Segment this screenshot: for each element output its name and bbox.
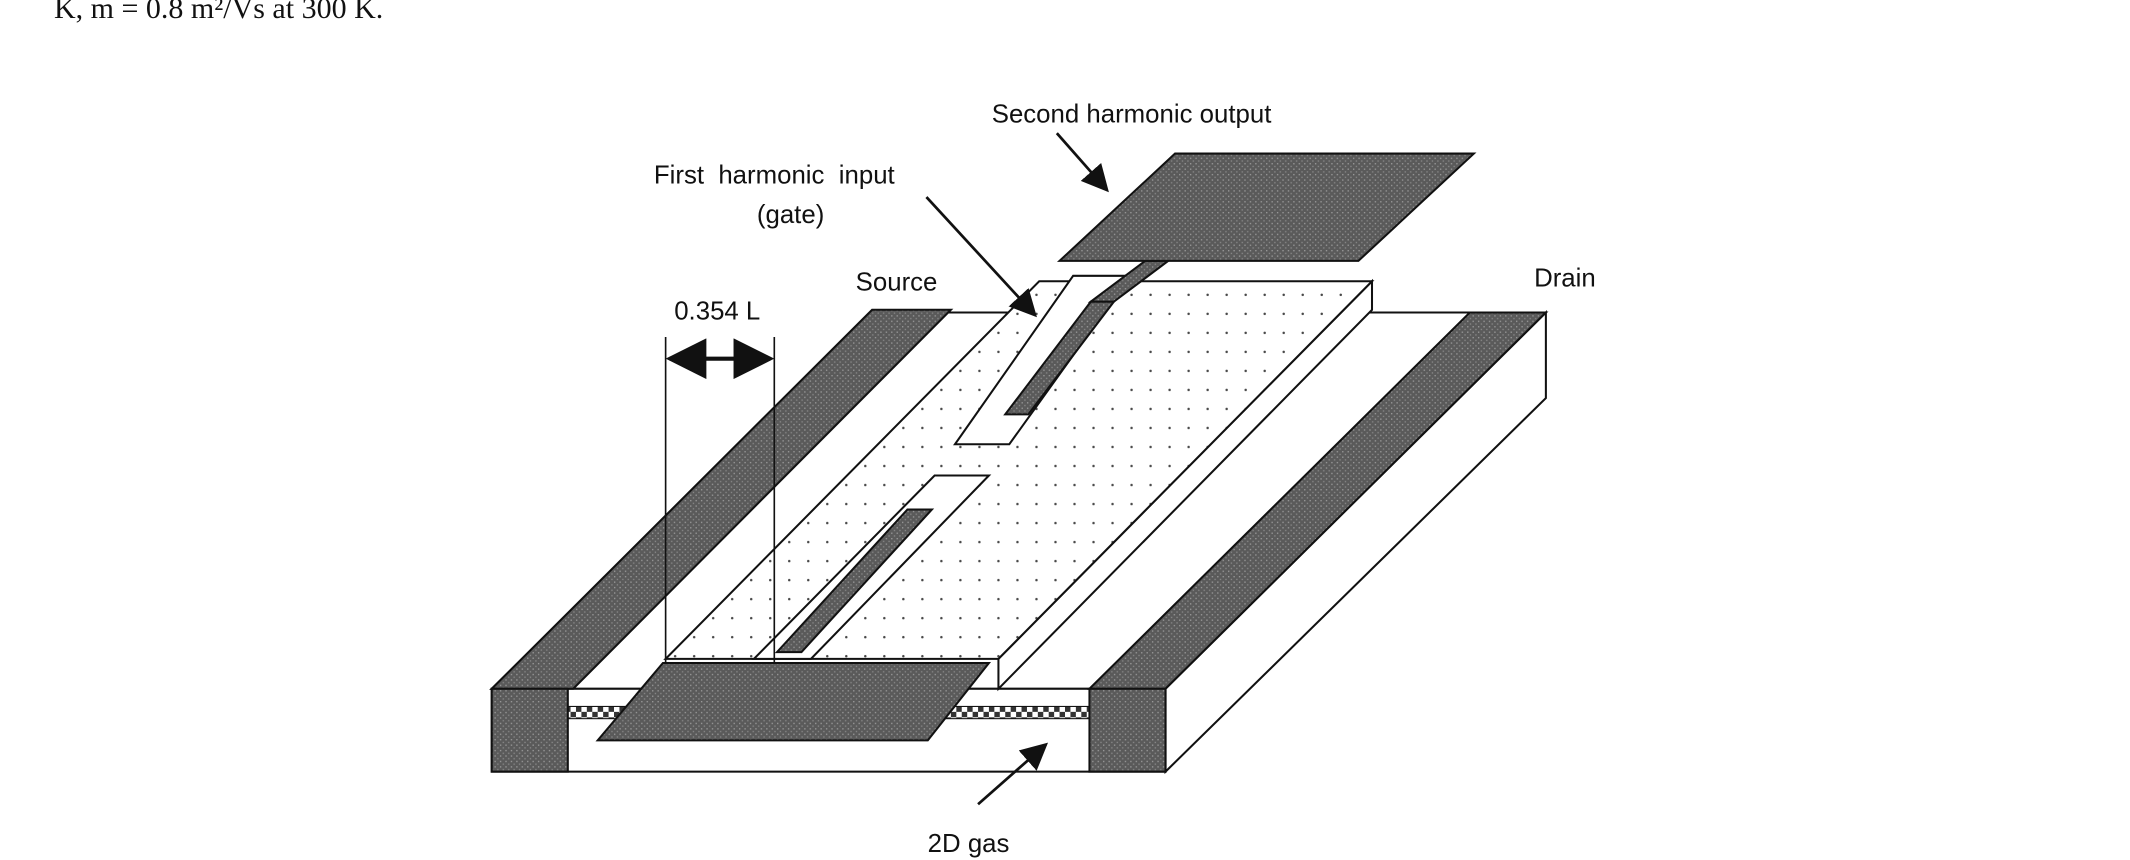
input-gate-pad: [595, 661, 992, 742]
lower-gate-finger: [774, 508, 935, 654]
output-pad: [1056, 152, 1477, 262]
label-second-harmonic-output: Second harmonic output: [992, 100, 1272, 128]
input-arrow: [925, 196, 1037, 318]
caption-text-fragment: K, m = 0.8 m²/Vs at 300 K.: [54, 0, 384, 25]
gas-arrow: [977, 742, 1049, 806]
source-contact-front: [490, 687, 569, 773]
drain-contact-front: [1088, 687, 1167, 773]
label-dimension: 0.354 L: [674, 297, 760, 325]
output-arrow: [1055, 132, 1109, 193]
label-source: Source: [856, 269, 938, 297]
label-2d-gas: 2D gas: [928, 830, 1010, 858]
label-drain: Drain: [1534, 265, 1596, 293]
label-first-harmonic-input: First harmonic input: [654, 161, 895, 189]
mesa-top: [663, 280, 1375, 660]
label-gate: (gate): [757, 201, 824, 229]
